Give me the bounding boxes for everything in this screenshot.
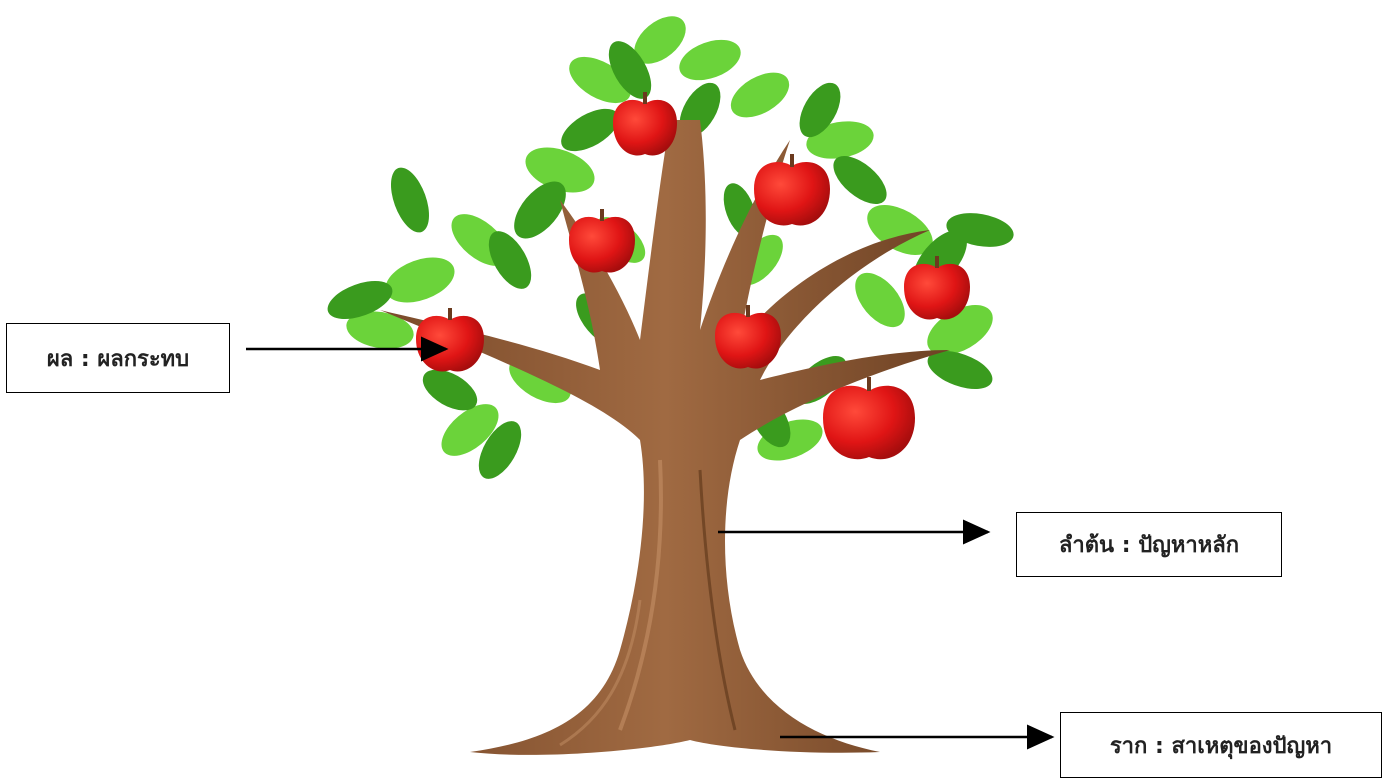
apple-icon xyxy=(613,92,677,156)
apples xyxy=(416,92,970,460)
apple-icon xyxy=(416,308,484,372)
tree-trunk xyxy=(380,120,950,755)
arrows xyxy=(246,336,1055,750)
apple-icon xyxy=(754,154,830,226)
trunk-label-box: ลำต้น : ปัญหาหลัก xyxy=(1016,512,1282,577)
fruit-label-box: ผล : ผลกระทบ xyxy=(6,323,230,393)
apple-icon xyxy=(904,256,970,320)
apple-icon xyxy=(823,377,915,460)
trunk-label-text: ลำต้น : ปัญหาหลัก xyxy=(1058,533,1240,558)
fruit-label-text: ผล : ผลกระทบ xyxy=(46,346,190,372)
leaf-icon xyxy=(327,41,1014,479)
apple-icon xyxy=(715,305,781,369)
root-label-box: ราก : สาเหตุของปัญหา xyxy=(1060,712,1382,778)
root-label-text: ราก : สาเหตุของปัญหา xyxy=(1109,733,1333,759)
apple-icon xyxy=(569,209,635,273)
